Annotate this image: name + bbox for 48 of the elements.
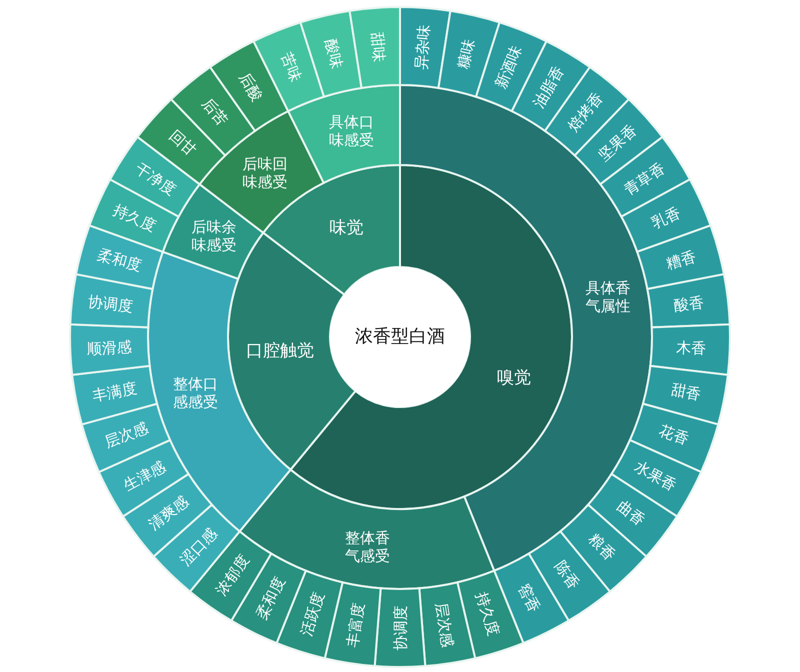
segment-label: 水果香 [632, 457, 680, 495]
segment-label: 活跃度 [296, 590, 328, 639]
segment-label: 顺滑感 [86, 338, 132, 358]
segment-label: 陈香 [551, 558, 584, 592]
segment-label: 嗅觉 [496, 368, 531, 388]
segment-label: 柔和度 [252, 574, 289, 622]
ring-segment [646, 273, 731, 328]
segment-label: 协调度 [391, 606, 409, 650]
segment-label: 持久度 [110, 200, 159, 236]
segment-label: 生津感 [120, 457, 168, 495]
segment-label: 整体香气感受 [344, 528, 392, 564]
ring-segment [287, 84, 401, 184]
segment-label: 层次感 [432, 600, 457, 648]
segment-label: 乳香 [648, 204, 683, 232]
segment-label: 整体口感感受 [172, 375, 220, 412]
segment-label: 丰满度 [90, 379, 138, 406]
segment-label: 后苦 [198, 95, 232, 130]
segment-label: 层次感 [102, 419, 150, 452]
segment-label: 柔和度 [95, 245, 144, 275]
segment-label: 浓香型白酒 [355, 326, 445, 348]
segment-label: 具体香气属性 [584, 278, 632, 315]
segment-label: 甜味 [368, 31, 388, 62]
segment-label: 酸香 [673, 292, 705, 314]
segment-label: 窖香 [514, 580, 544, 616]
segment-label: 具体口味感受 [328, 112, 376, 149]
segment-label: 新酒味 [492, 42, 526, 92]
segment-label: 异杂味 [412, 24, 433, 70]
segment-label: 苦味 [277, 50, 306, 84]
segment-label: 丰富度 [343, 600, 368, 648]
segment-label: 甜香 [669, 380, 702, 404]
segment-label: 持久度 [472, 590, 504, 639]
segment-label: 干净度 [132, 159, 180, 199]
segment-label: 味觉 [329, 218, 364, 239]
segment-label: 木香 [675, 338, 706, 358]
segment-label: 协调度 [88, 292, 134, 316]
segment-label: 后酸 [236, 69, 267, 104]
segment-label: 曲香 [614, 497, 649, 530]
segment-label: 糟香 [664, 247, 698, 273]
segment-label: 花香 [656, 422, 692, 449]
center-circle [330, 267, 470, 407]
segment-label: 粮香 [584, 530, 619, 564]
segment-label: 酸味 [322, 36, 346, 70]
ring-segment [642, 364, 729, 426]
segment-label: 后味回味感受 [242, 155, 289, 192]
segment-label: 后味余味感受 [190, 218, 238, 254]
segment-label: 口腔触觉 [246, 340, 314, 362]
segment-label: 糠味 [454, 36, 478, 70]
segment-label: 回甘 [166, 126, 200, 160]
